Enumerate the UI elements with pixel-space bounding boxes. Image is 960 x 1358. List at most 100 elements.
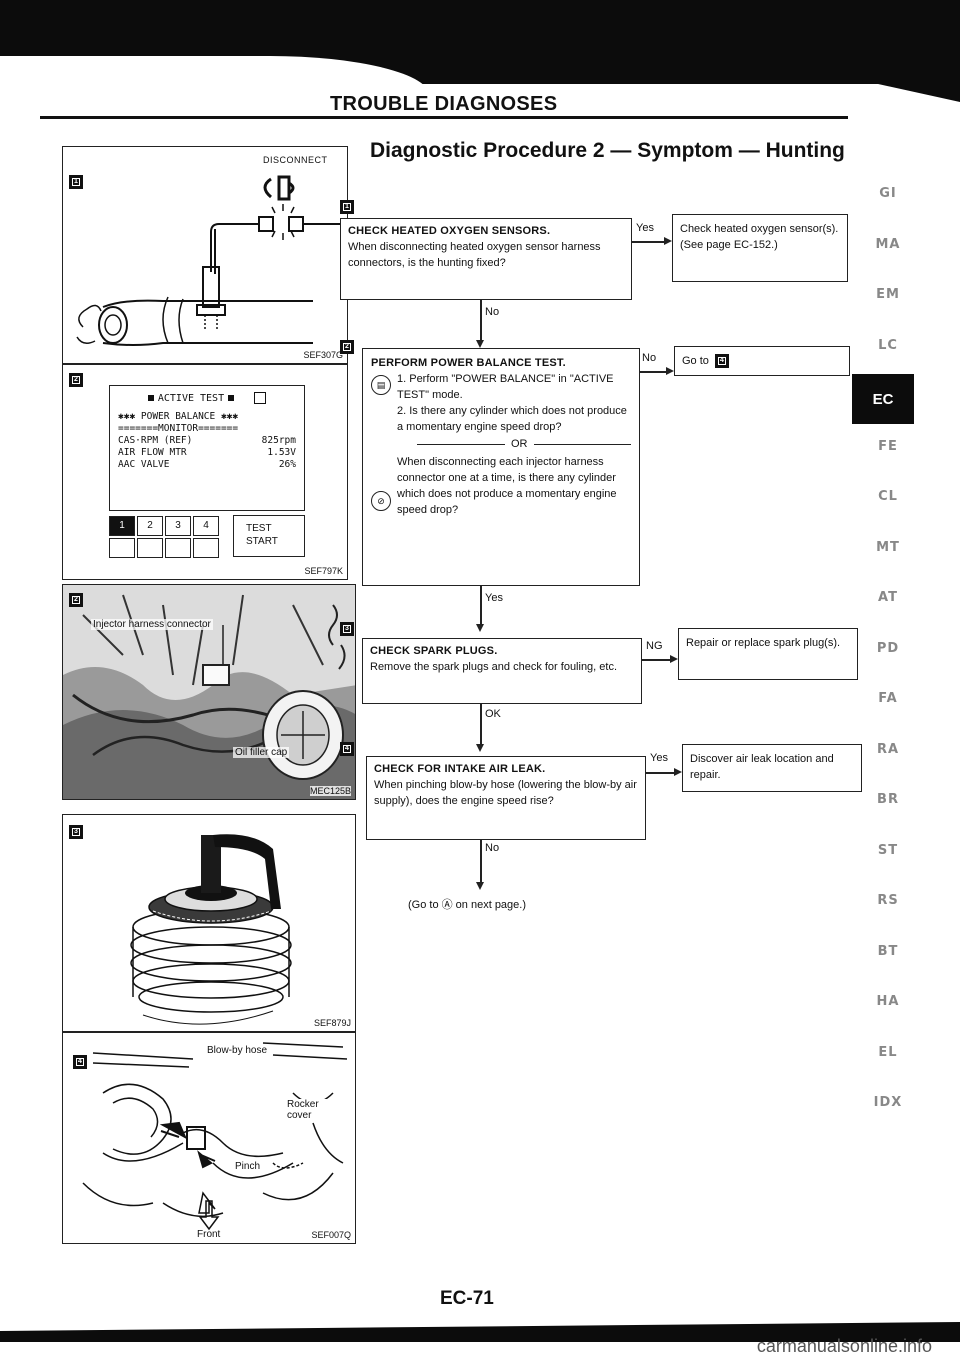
oil-cap-label: Oil filler cap [233, 747, 290, 758]
yes-label: Yes [485, 592, 503, 604]
no-connector [640, 371, 670, 373]
flow-connector [480, 840, 482, 884]
flow-connector [480, 300, 482, 342]
figure-code: SEF307G [303, 350, 343, 360]
front-label: Front [197, 1229, 221, 1240]
figure-code: SEF007Q [311, 1230, 351, 1240]
header-rule [40, 116, 848, 119]
blow-by-hose-label: Blow-by hose [205, 1045, 270, 1056]
tab-lc[interactable]: LC [878, 337, 898, 353]
figure-badge: 2 [69, 373, 83, 387]
ng-label: NG [646, 640, 663, 652]
yes-connector [646, 772, 678, 774]
step1-yes-action: Check heated oxygen sensor(s). (See page… [672, 214, 848, 282]
tab-br[interactable]: BR [877, 792, 899, 807]
bullet-icon [228, 395, 235, 401]
disconnect-label: DISCONNECT [263, 155, 328, 165]
step3-ng-action: Repair or replace spark plug(s). [678, 628, 858, 680]
rocker-cover-label: Rocker cover [287, 1099, 327, 1121]
step1-box: CHECK HEATED OXYGEN SENSORS. When discon… [340, 218, 632, 300]
step4-box: CHECK FOR INTAKE AIR LEAK. When pinching… [366, 756, 646, 840]
arrow-right [666, 367, 674, 375]
step1-heading: CHECK HEATED OXYGEN SENSORS. [348, 225, 551, 237]
tab-gi[interactable]: GI [879, 186, 897, 201]
arrow-down [476, 624, 484, 632]
figure-badge: 4 [73, 1055, 87, 1069]
step-badge: 1 [340, 200, 354, 214]
tab-fe[interactable]: FE [878, 438, 898, 454]
tab-st[interactable]: ST [877, 842, 899, 858]
arrow-down [476, 340, 484, 348]
engine-photo [63, 585, 355, 799]
tab-cl[interactable]: CL [878, 489, 898, 504]
tab-el[interactable]: EL [878, 1044, 898, 1060]
yes-connector [632, 241, 668, 243]
blow-by-drawing [82, 1042, 348, 1231]
tab-at[interactable]: AT [878, 590, 898, 605]
no-label: No [485, 306, 500, 318]
step2-heading: PERFORM POWER BALANCE TEST. [371, 357, 566, 369]
cylinder-button-4[interactable]: 4 [193, 516, 219, 536]
screen-line: =======MONITOR======= [118, 423, 239, 434]
page-number: EC-71 [440, 1288, 494, 1309]
procedure-title: Diagnostic Procedure 2 — Symptom — Hunti… [370, 139, 845, 162]
step2-item1: 1. Perform "POWER BALANCE" in "ACTIVE TE… [397, 373, 614, 401]
step-badge: 2 [340, 340, 354, 354]
tab-bt[interactable]: BT [877, 943, 899, 959]
consult-icon: ▤ [371, 375, 391, 395]
step4-yes-action: Discover air leak location and repair. [682, 744, 862, 792]
consult-display: ACTIVE TEST ✱✱✱ POWER BALANCE ✱✱✱ ======… [109, 385, 305, 511]
blank-button[interactable] [165, 538, 191, 558]
tab-ha[interactable]: HA [876, 994, 900, 1009]
screen-title-row: ACTIVE TEST [118, 392, 296, 405]
step2-no-action: Go to 4 [674, 346, 850, 376]
tab-ec-active[interactable]: EC [852, 374, 914, 424]
banner-curve [0, 56, 430, 96]
arrow-right [664, 237, 672, 245]
no-tools-icon: ⊘ [371, 491, 391, 511]
screen-row: CAS·RPM (REF)825rpm [118, 435, 296, 446]
yes-label: Yes [650, 752, 668, 764]
tab-rs[interactable]: RS [877, 893, 899, 908]
figure-badge: 3 [69, 825, 83, 839]
tab-idx[interactable]: IDX [873, 1095, 903, 1110]
tab-fa[interactable]: FA [878, 691, 898, 706]
figure-code: MEC125B [309, 786, 351, 796]
blank-button[interactable] [193, 538, 219, 558]
figure-blow-by-hose: 4 Blow-by hose Rocker cover Pinch Front … [62, 1032, 356, 1244]
next-page-note: (Go to Ⓐ on next page.) [408, 899, 527, 911]
spark-plug-drawing [130, 834, 292, 1025]
arrow-down [476, 882, 484, 890]
bullet-icon [147, 395, 154, 401]
tab-ra[interactable]: RA [876, 741, 900, 757]
cylinder-button-2[interactable]: 2 [137, 516, 163, 536]
tab-pd[interactable]: PD [876, 640, 900, 656]
top-banner [0, 0, 960, 96]
step-badge: 3 [340, 622, 354, 636]
step3-box: CHECK SPARK PLUGS. Remove the spark plug… [362, 638, 642, 704]
blank-button[interactable] [109, 538, 135, 558]
step4-heading: CHECK FOR INTAKE AIR LEAK. [374, 763, 546, 775]
pinch-label: Pinch [233, 1161, 263, 1172]
figure-engine-photo: 2 Injector harness connector Oil filler … [62, 584, 356, 800]
no-label: No [485, 842, 500, 854]
step3-text: Remove the spark plugs and check for fou… [370, 661, 618, 673]
ng-connector [642, 659, 674, 661]
tab-mt[interactable]: MT [876, 539, 900, 555]
or-divider: OR [371, 436, 631, 452]
section-title: TROUBLE DIAGNOSES [330, 93, 558, 115]
blank-button[interactable] [137, 538, 163, 558]
go-to-badge: 4 [714, 354, 729, 368]
no-label: No [642, 352, 657, 364]
cylinder-button-1[interactable]: 1 [109, 516, 135, 536]
tab-ma[interactable]: MA [875, 236, 901, 252]
cylinder-button-3[interactable]: 3 [165, 516, 191, 536]
figure-badge: 2 [69, 593, 83, 607]
figure-badge: 1 [69, 175, 83, 189]
tab-em[interactable]: EM [876, 287, 900, 302]
screen-line: ✱✱✱ POWER BALANCE ✱✱✱ [118, 411, 239, 422]
arrow-right [674, 768, 682, 776]
